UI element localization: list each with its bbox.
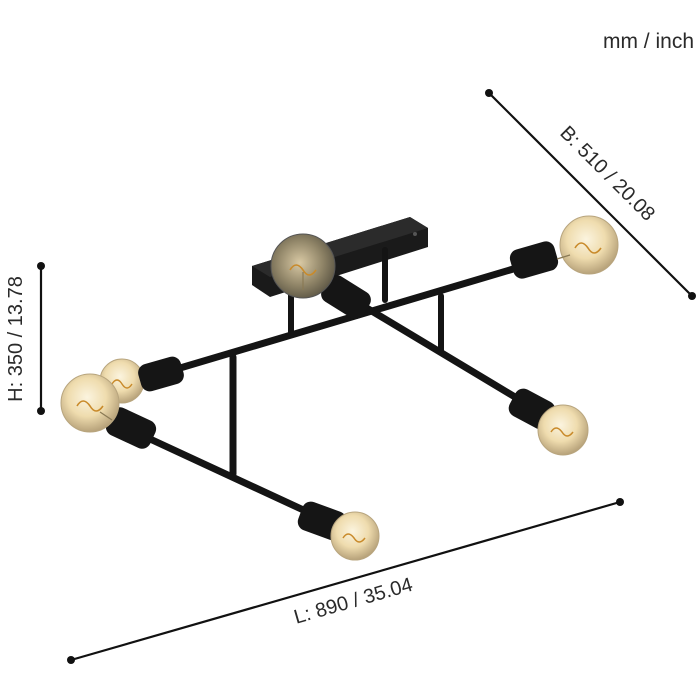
bulb-bottom bbox=[330, 511, 380, 561]
length-label: L: 890 / 35.04 bbox=[292, 574, 416, 629]
ceiling-lamp-illustration bbox=[60, 215, 619, 561]
socket-back-left bbox=[138, 356, 184, 392]
socket-top-center bbox=[321, 274, 371, 320]
socket-front-left bbox=[105, 407, 157, 449]
bar-left-diagonal bbox=[131, 428, 316, 518]
bar-back bbox=[166, 263, 524, 375]
bulb-right bbox=[537, 404, 589, 456]
height-label: H: 350 / 13.78 bbox=[5, 276, 27, 402]
bulb-top-right bbox=[556, 215, 619, 275]
height-dimension: H: 350 / 13.78 bbox=[5, 262, 45, 415]
socket-top-right bbox=[509, 241, 559, 279]
units-label: mm / inch bbox=[603, 30, 694, 53]
bulb-top-center bbox=[270, 233, 336, 299]
bulb-front-left bbox=[60, 373, 120, 433]
